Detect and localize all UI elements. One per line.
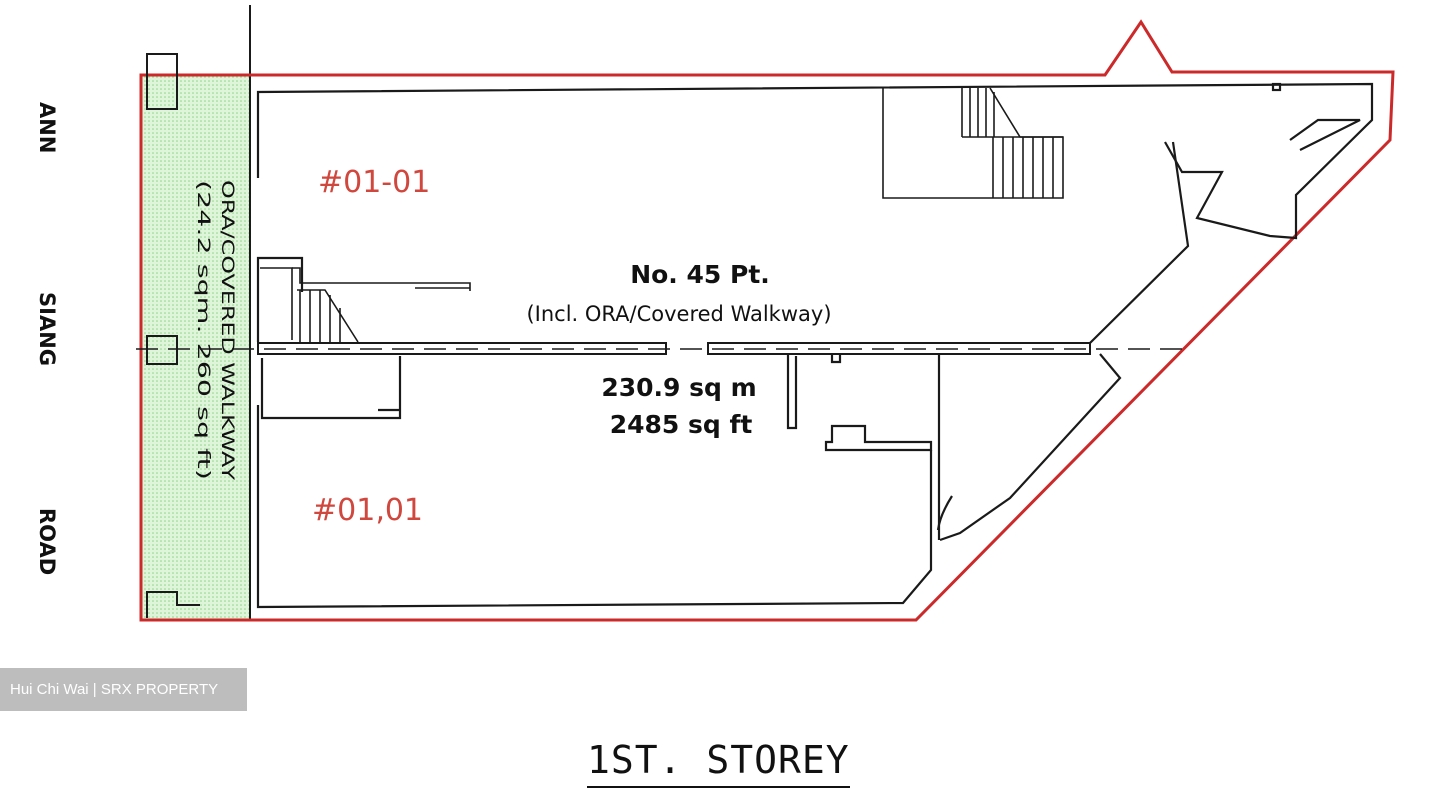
watermark: Hui Chi Wai | SRX PROPERTY [0,668,247,711]
walkway-area [141,75,251,620]
plot-title: No. 45 Pt. [630,260,770,289]
lot-boundary [139,19,1395,622]
plot-subtitle: (Incl. ORA/Covered Walkway) [526,302,831,326]
street-name-siang: SIANG [35,292,59,366]
upper-unit-walls [256,82,1374,344]
street-name-ann: ANN [35,102,59,153]
storey-title: 1ST. STOREY [587,736,850,788]
walkway-columns [146,53,200,618]
street-name-road: ROAD [35,508,59,575]
lower-unit-walls [256,353,1122,609]
upper-staircase [882,87,1064,199]
party-wall [136,342,1185,355]
unit-label-upper: #01-01 [318,165,430,200]
unit-label-lower: #01‚01 [312,493,423,528]
area-sqft: 2485 sq ft [610,410,753,439]
area-sqm: 230.9 sq m [601,373,756,402]
small-staircase [260,267,471,343]
walkway-label: ORA/COVERED WALKWAY [217,180,237,481]
walkway-area-label: (24.2 sqm. 260 sq ft) [193,180,213,480]
